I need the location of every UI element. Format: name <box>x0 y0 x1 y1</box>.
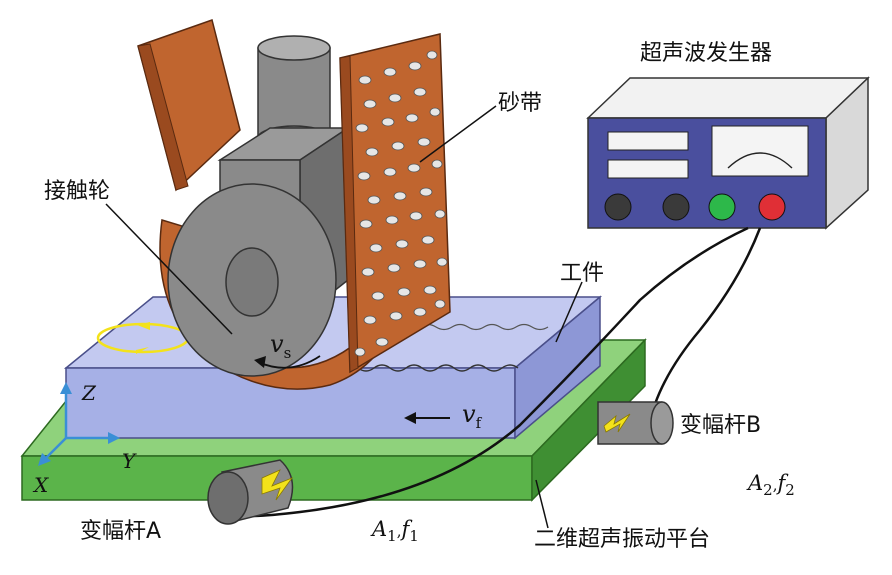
label-contact-wheel: 接触轮 <box>44 179 110 204</box>
knob-red <box>758 193 786 221</box>
label-a2f2: A2,f2 <box>746 471 795 499</box>
ground-surface-wave-top <box>419 323 549 331</box>
trajectory-arrow-upper <box>137 322 150 330</box>
label-horn-b: 变幅杆B <box>680 413 761 438</box>
display-window-1 <box>607 131 689 151</box>
abrasive-grains <box>354 50 448 357</box>
axis-label-z: Z <box>81 381 97 405</box>
cable-to-horn-a <box>239 226 749 518</box>
leader-contact-wheel <box>105 203 233 335</box>
knob-1 <box>604 193 632 221</box>
label-abrasive-belt: 砂带 <box>498 91 542 116</box>
label-a1f1: A1,f1 <box>370 517 419 545</box>
coordinate-axes <box>38 382 120 466</box>
knob-2 <box>662 193 690 221</box>
abrasive-belt <box>339 33 451 374</box>
label-horn-a: 变幅杆A <box>80 519 161 544</box>
ultrasonic-generator <box>586 76 870 230</box>
label-workpiece: 工件 <box>560 261 604 286</box>
generator-top <box>586 77 870 119</box>
label-vf: vf <box>462 400 483 432</box>
leader-belt <box>419 105 497 163</box>
workpiece-side <box>514 295 601 440</box>
lightning-b <box>603 413 631 433</box>
knob-green <box>708 193 736 221</box>
wheel-hub <box>225 247 279 317</box>
cable-to-horn-b <box>653 227 762 405</box>
leader-platform <box>535 479 549 529</box>
trajectory-arrow-lower <box>136 347 149 354</box>
leader-workpiece <box>555 281 583 343</box>
display-window-2 <box>607 159 689 179</box>
axis-label-y: Y <box>122 449 137 473</box>
meter-window <box>711 125 809 177</box>
horn-b <box>597 401 674 445</box>
meter-gauge <box>727 152 793 169</box>
label-platform: 二维超声振动平台 <box>534 527 710 552</box>
horn-a <box>207 459 294 525</box>
contact-wheel <box>159 183 382 390</box>
axis-label-x: X <box>32 473 49 497</box>
label-ultrasonic-generator: 超声波发生器 <box>640 41 772 66</box>
label-vs: vs <box>270 330 291 362</box>
platform-side <box>531 338 646 502</box>
belt-back-strip <box>137 19 241 192</box>
lightning-a <box>261 469 294 501</box>
